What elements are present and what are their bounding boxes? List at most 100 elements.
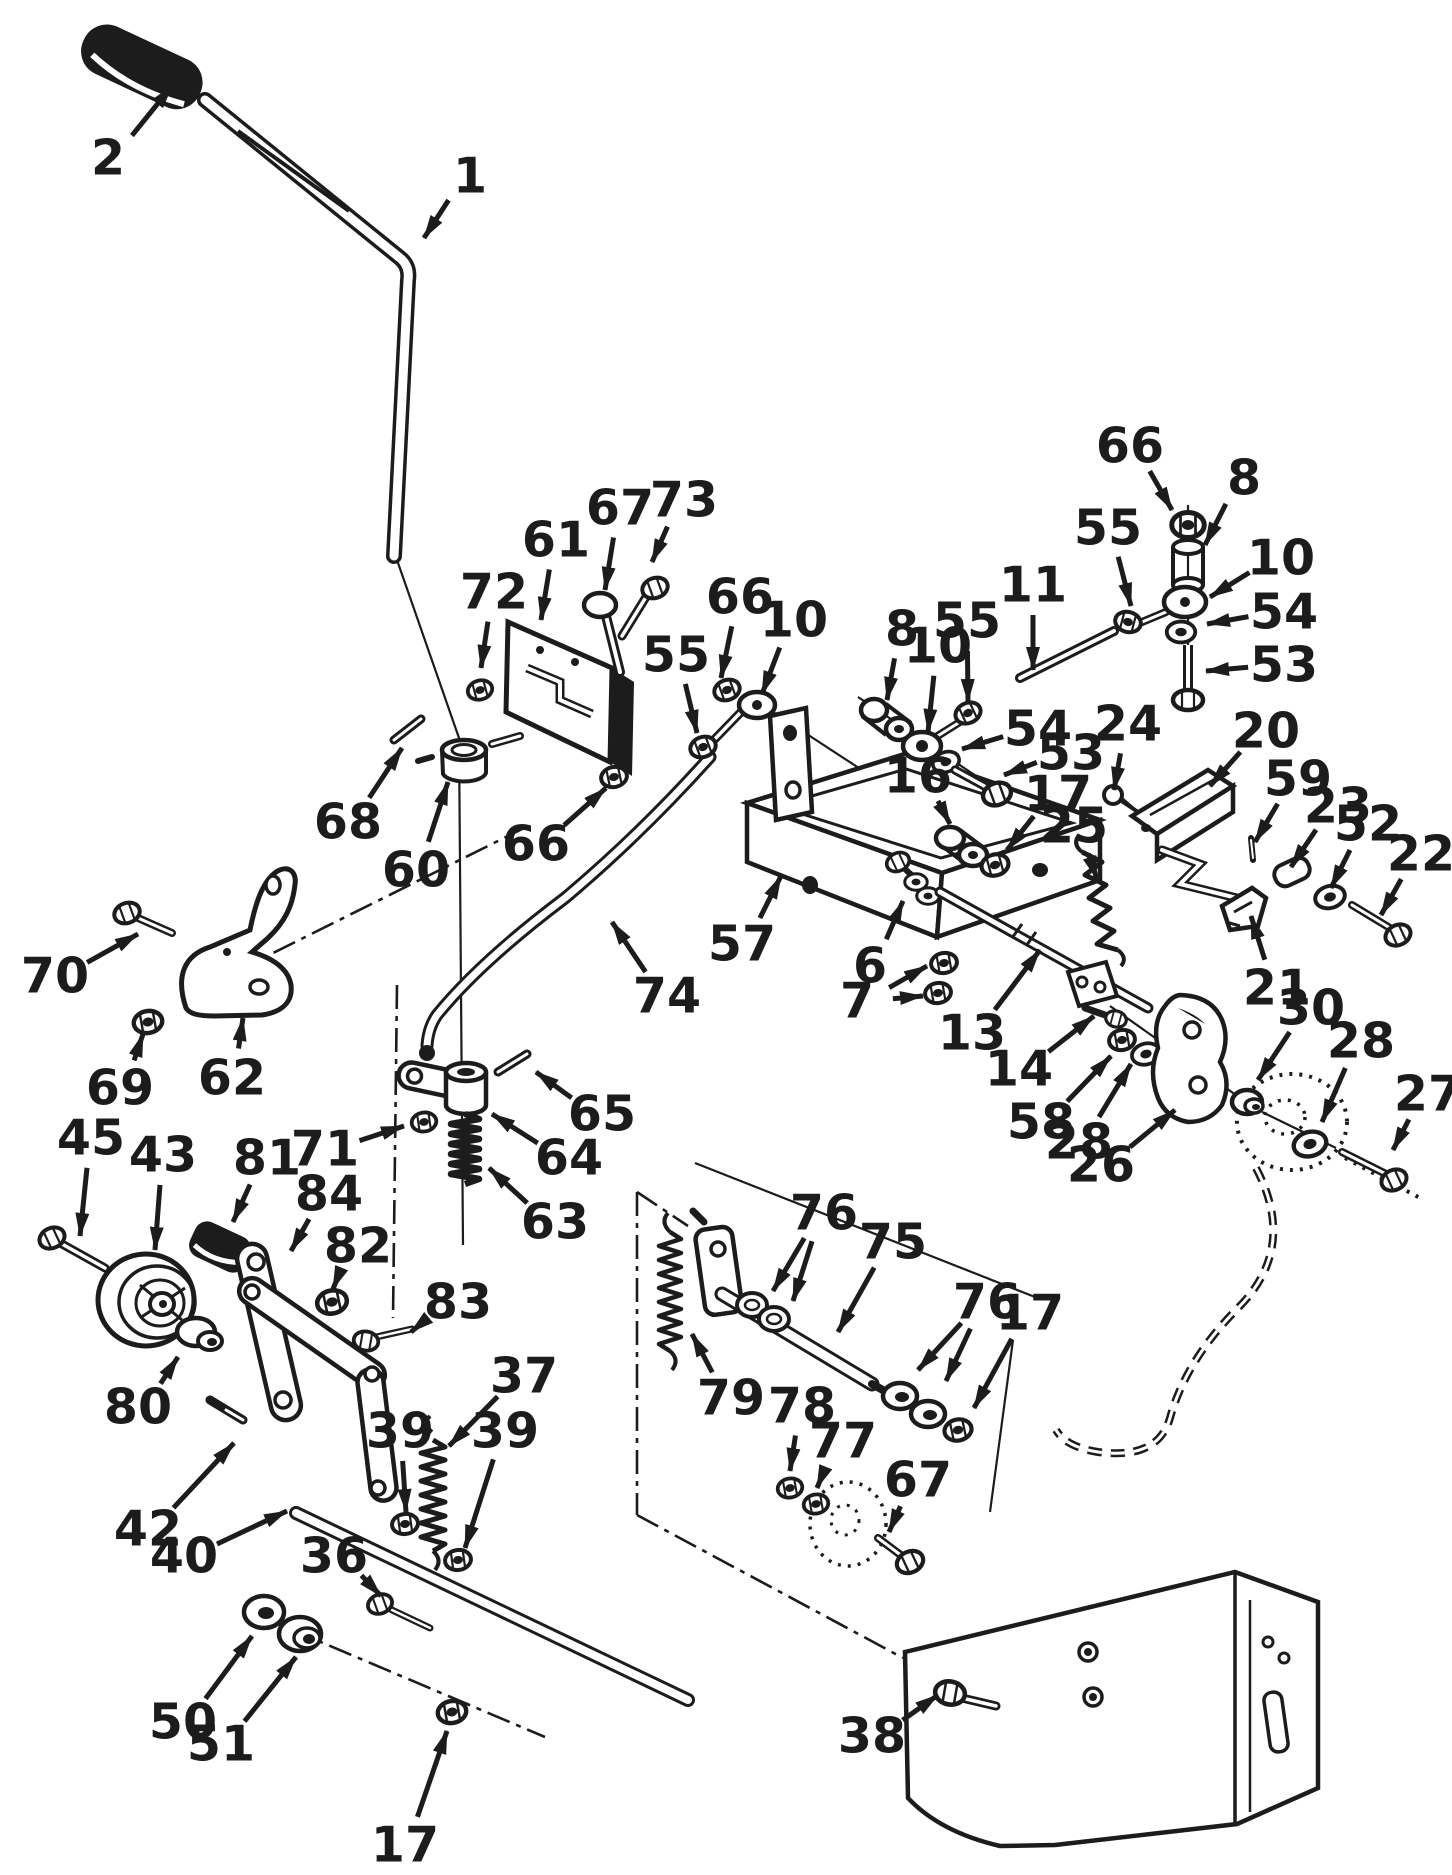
callout-10-17: 10 (904, 618, 972, 733)
callout-66-6: 66 (706, 569, 774, 679)
leader-arrow-icon (447, 1394, 500, 1448)
ball-joint-10-mid (900, 696, 987, 763)
callout-71-52: 71 (291, 1121, 405, 1178)
callout-43-50: 43 (129, 1127, 197, 1251)
locknut-17-bottom-right (942, 1417, 973, 1443)
part-number-label: 14 (985, 1041, 1053, 1098)
rod-end-clamp (1065, 959, 1120, 1009)
part-number-label: 28 (1045, 1114, 1113, 1171)
part-number-label: 26 (1067, 1137, 1135, 1194)
part-number-label: 8 (885, 601, 919, 658)
callout-6-31: 6 (853, 899, 906, 995)
leader-arrow-icon (359, 1573, 383, 1598)
washer-76c (880, 1380, 920, 1412)
part-number-label: 45 (57, 1110, 125, 1167)
callout-73-4: 73 (649, 472, 718, 564)
callout-13-33: 13 (938, 948, 1042, 1062)
callout-10-7: 10 (759, 592, 828, 695)
part-number-label: 40 (150, 1528, 218, 1585)
part-number-label: 24 (1094, 696, 1162, 753)
part-number-label: 64 (535, 1130, 603, 1187)
locknut-66-center (597, 762, 631, 792)
leader-arrow-icon (971, 1337, 1014, 1410)
callout-53-20: 53 (1003, 725, 1105, 782)
support-bracket-62 (179, 866, 298, 1019)
part-number-label: 61 (522, 512, 590, 569)
leader-arrow-icon (1328, 848, 1353, 890)
part-number-label: 82 (324, 1218, 392, 1275)
callout-64-76: 64 (490, 1111, 603, 1187)
part-number-label: 22 (1387, 826, 1452, 883)
ball-joint-link-mid (685, 674, 778, 763)
chassis-frame (902, 1569, 1321, 1849)
part-number-label: 65 (568, 1086, 636, 1143)
leader-arrow-icon (835, 1266, 877, 1334)
callout-40-58: 40 (150, 1508, 289, 1585)
leader-arrow-icon (537, 569, 552, 621)
leader-arrow-icon (1115, 556, 1134, 607)
idler-pulley-43 (95, 1251, 197, 1349)
callout-55-8: 55 (642, 627, 710, 734)
part-number-label: 76 (953, 1274, 1021, 1331)
part-number-label: 6 (853, 938, 887, 995)
washer-54-right (1164, 619, 1198, 645)
leader-arrow-icon (1255, 1030, 1292, 1082)
leader-arrow-icon (1005, 814, 1036, 852)
leader-arrow-icon (534, 1069, 574, 1100)
locknut-69 (132, 1009, 164, 1036)
leader-arrow-icon (358, 1123, 405, 1143)
hex-bolt-22 (1348, 901, 1417, 952)
part-number-label: 77 (809, 1413, 877, 1470)
callout-20-22: 20 (1208, 703, 1300, 788)
callout-8-10: 8 (1202, 450, 1261, 547)
pin-59 (1248, 835, 1256, 863)
pin-65 (493, 1049, 532, 1077)
leader-arrow-icon (1003, 760, 1038, 778)
bushing-76a (735, 1291, 769, 1319)
leader-arrow-icon (171, 1441, 236, 1510)
leader-arrow-icon (887, 963, 929, 990)
leader-arrow-icon (916, 1321, 964, 1372)
callout-74-48: 74 (609, 920, 701, 1025)
part-number-label: 54 (1250, 584, 1318, 641)
callout-36-62: 36 (300, 1528, 383, 1598)
phantom-line-left (234, 823, 531, 974)
leader-arrow-icon (814, 1464, 833, 1489)
callout-26-37: 26 (1067, 1108, 1177, 1194)
phantom-box-corner (636, 1190, 689, 1228)
part-number-label: 81 (233, 1130, 301, 1187)
part-number-label: 39 (366, 1403, 434, 1460)
locknut-7a (927, 948, 961, 978)
part-number-label: 17 (371, 1817, 439, 1874)
leader-arrow-icon (884, 899, 906, 941)
leader-arrow-icon (562, 786, 608, 828)
callout-79-66: 79 (689, 1332, 765, 1427)
leader-arrow-icon (759, 646, 783, 695)
callout-2-0: 2 (91, 84, 174, 187)
callout-55-11: 55 (1074, 500, 1142, 607)
locknut-77 (800, 1490, 832, 1518)
leader-arrow-icon (409, 1311, 434, 1334)
leader-arrow-icon (1065, 1054, 1113, 1104)
callout-57-30: 57 (708, 874, 784, 973)
spring-37 (418, 1414, 448, 1572)
callout-69-43: 69 (86, 1033, 154, 1117)
spacer-23 (1272, 855, 1312, 889)
bracket-upright-tab (767, 705, 815, 823)
callout-21-38: 21 (1243, 915, 1311, 1017)
callout-63-77: 63 (487, 1166, 589, 1251)
hex-bolt-27 (1338, 1148, 1413, 1197)
callout-25-29: 25 (1040, 798, 1108, 880)
leader-arrow-icon (75, 1167, 90, 1237)
callout-45-49: 45 (57, 1110, 125, 1237)
locknut-17-bottom-left (436, 1699, 468, 1726)
part-number-label: 63 (521, 1194, 589, 1251)
part-number-label: 79 (697, 1370, 765, 1427)
leader-arrow-icon (1096, 1062, 1134, 1119)
leader-arrow-icon (1046, 1014, 1096, 1054)
callout-17-70: 17 (971, 1285, 1064, 1410)
bolt-14 (1081, 1004, 1130, 1032)
leader-arrow-icon (1390, 1118, 1412, 1152)
quadrant-plate (503, 618, 634, 776)
